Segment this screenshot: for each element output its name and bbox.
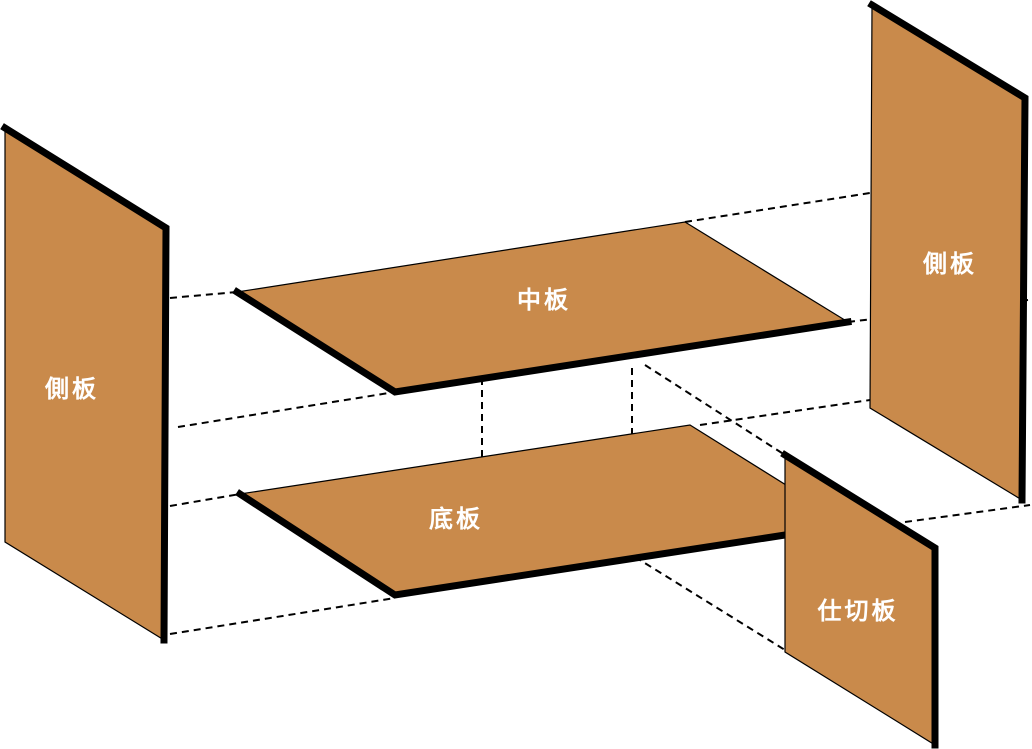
partition-label: 仕切板 <box>817 597 899 625</box>
right-side-panel: 側板 <box>867 0 1029 504</box>
bottom-board: 底板 <box>235 424 854 599</box>
partition-board: 仕切板 <box>780 450 939 749</box>
left-side-panel: 側板 <box>0 123 170 644</box>
right-side-panel-label: 側板 <box>922 250 977 278</box>
left-side-panel-label: 側板 <box>44 375 99 403</box>
bottom-board-label: 底板 <box>429 505 483 533</box>
middle-shelf: 中板 <box>232 221 852 396</box>
middle-shelf-label: 中板 <box>517 286 571 314</box>
